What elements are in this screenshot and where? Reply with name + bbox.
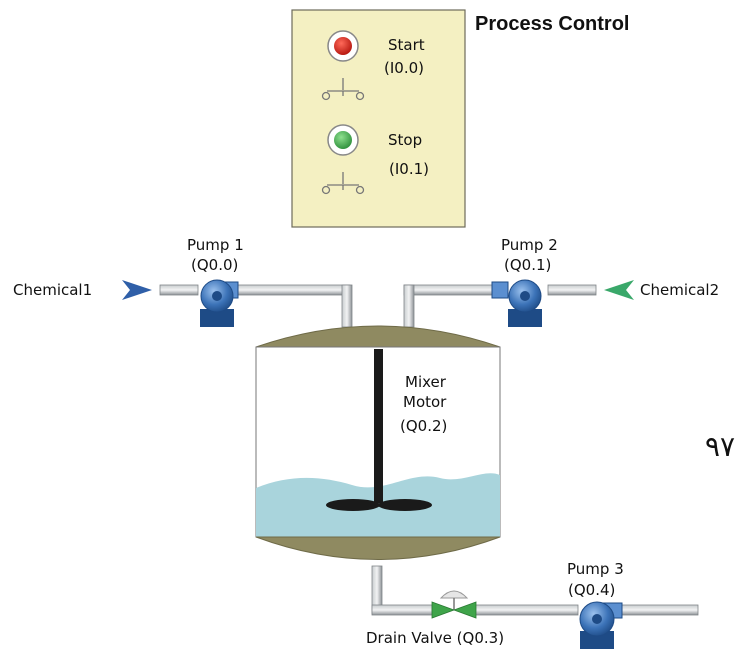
pump3[interactable]: Pump 3 (Q0.4)	[567, 560, 624, 649]
chemical1-inlet: Chemical1	[13, 280, 152, 300]
mixer-address: (Q0.2)	[400, 417, 447, 435]
figure-caption: شکل ۹۷	[705, 430, 744, 463]
pump1-address: (Q0.0)	[191, 256, 238, 274]
control-panel-box	[291, 9, 466, 228]
start-button[interactable]	[327, 30, 359, 62]
drain-valve[interactable]: Drain Valve (Q0.3)	[366, 590, 504, 647]
pipes	[159, 284, 699, 616]
mixer-label-line2: Motor	[403, 393, 447, 411]
tank-top-cap	[255, 325, 501, 348]
pump3-label: Pump 3	[567, 560, 624, 578]
chemical2-label: Chemical2	[640, 281, 719, 299]
pump2-label: Pump 2	[501, 236, 558, 254]
mixer-blade-left	[326, 499, 380, 511]
stop-address: (I0.1)	[389, 160, 429, 178]
process-control-title: Process Control	[475, 13, 629, 35]
start-contact-icon	[321, 78, 365, 101]
valve-actuator-icon	[439, 590, 469, 599]
chemical2-arrow-icon	[604, 280, 634, 300]
mixer-label-line1: Mixer	[405, 373, 447, 391]
drain-valve-label: Drain Valve (Q0.3)	[366, 629, 504, 647]
start-address: (I0.0)	[384, 59, 424, 77]
start-label: Start	[388, 36, 425, 54]
pump3-address: (Q0.4)	[568, 581, 615, 599]
process-control-panel: Start (I0.0) Stop (I0.1)	[291, 9, 466, 228]
pump1[interactable]: Pump 1 (Q0.0)	[187, 236, 244, 327]
mixing-tank	[255, 325, 501, 560]
stop-label: Stop	[388, 131, 422, 149]
chemical1-label: Chemical1	[13, 281, 92, 299]
tank-bottom-cap	[255, 536, 501, 560]
pump2[interactable]: Pump 2 (Q0.1)	[491, 236, 558, 327]
chemical2-inlet: Chemical2	[604, 280, 719, 300]
valve-body-icon	[431, 601, 456, 619]
mixer-shaft	[374, 349, 383, 503]
stop-contact-icon	[321, 172, 365, 195]
pump1-label: Pump 1	[187, 236, 244, 254]
chemical1-arrow-icon	[122, 280, 152, 300]
stop-button[interactable]	[327, 124, 359, 156]
pump2-address: (Q0.1)	[504, 256, 551, 274]
mixer-blade-right	[378, 499, 432, 511]
mixer-motor[interactable]: Mixer Motor (Q0.2)	[400, 373, 447, 435]
